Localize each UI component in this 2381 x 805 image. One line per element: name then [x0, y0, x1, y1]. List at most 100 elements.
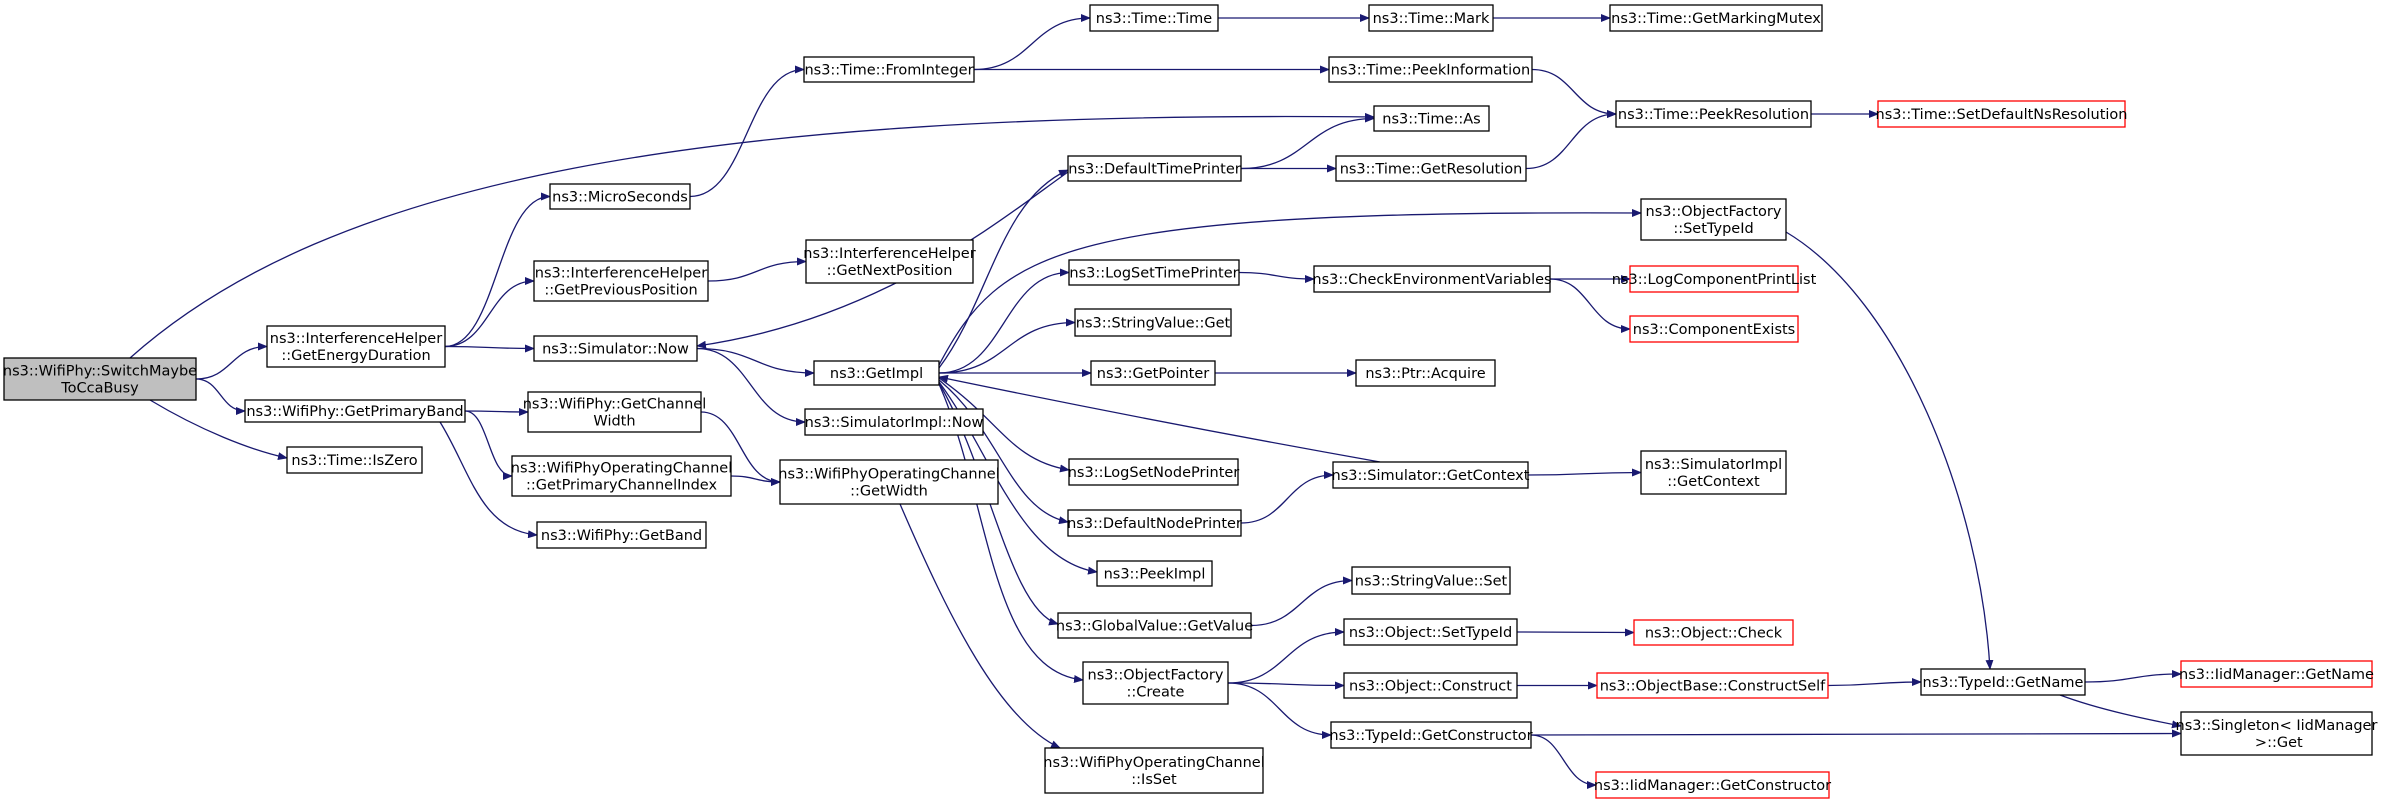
edge-switch-to-ih_energy	[195, 342, 268, 380]
node-gv-getvalue[interactable]: ns3::GlobalValue::GetValue	[1056, 612, 1253, 639]
node-iidmgr-getname[interactable]: ns3::IidManager::GetName	[2179, 660, 2374, 688]
node-box	[2180, 711, 2373, 756]
node-simimpl-getctx[interactable]: ns3::SimulatorImpl::GetContext	[1640, 450, 1787, 495]
node-check-env[interactable]: ns3::CheckEnvironmentVariables	[1312, 265, 1552, 293]
node-opch-primidx[interactable]: ns3::WifiPhyOperatingChannel::GetPrimary…	[511, 455, 732, 497]
node-getpointer[interactable]: ns3::GetPointer	[1090, 360, 1216, 386]
node-label: Width	[593, 414, 635, 430]
node-sim-now[interactable]: ns3::Simulator::Now	[533, 335, 698, 362]
edge-def_timeprinter-to-time_as	[1240, 114, 1375, 170]
node-label: ns3::WifiPhy::SwitchMaybe	[3, 364, 197, 380]
node-box	[1335, 155, 1527, 182]
node-box	[1343, 672, 1518, 699]
node-label: ns3::IidManager::GetConstructor	[1594, 778, 1831, 794]
node-box	[3, 357, 197, 401]
node-label: ns3::DefaultNodePrinter	[1067, 516, 1242, 532]
node-time-markmutex[interactable]: ns3::Time::GetMarkingMutex	[1609, 4, 1823, 32]
node-singleton-get[interactable]: ns3::Singleton< IidManager >::Get	[2176, 711, 2378, 756]
node-comp-exists[interactable]: ns3::ComponentExists	[1629, 315, 1799, 343]
node-def-nodeprinter[interactable]: ns3::DefaultNodePrinter	[1067, 509, 1242, 537]
node-time-time[interactable]: ns3::Time::Time	[1089, 4, 1219, 32]
edge-obj_settypeid-to-obj_check	[1516, 628, 1635, 637]
node-obj-construct[interactable]: ns3::Object::Construct	[1343, 672, 1518, 699]
node-ih-energy[interactable]: ns3::InterferenceHelper::GetEnergyDurati…	[266, 325, 446, 368]
node-time-mark[interactable]: ns3::Time::Mark	[1368, 4, 1494, 32]
node-label: ns3::WifiPhy::GetPrimaryBand	[246, 404, 463, 420]
node-simimpl-now[interactable]: ns3::SimulatorImpl::Now	[804, 408, 984, 436]
node-time-setdefres[interactable]: ns3::Time::SetDefaultNsResolution	[1876, 100, 2128, 128]
node-fromint[interactable]: ns3::Time::FromInteger	[803, 56, 975, 83]
edge-sim_getctx-to-simimpl_getctx	[1527, 468, 1642, 477]
node-logsettime[interactable]: ns3::LogSetTimePrinter	[1068, 259, 1240, 286]
node-label: ::SetTypeId	[1673, 221, 1753, 237]
node-time-getres[interactable]: ns3::Time::GetResolution	[1335, 155, 1527, 182]
node-ih-prevpos[interactable]: ns3::InterferenceHelper::GetPreviousPosi…	[533, 260, 709, 302]
node-objbase-constructself[interactable]: ns3::ObjectBase::ConstructSelf	[1596, 672, 1829, 699]
node-primary-band[interactable]: ns3::WifiPhy::GetPrimaryBand	[244, 399, 466, 423]
node-opch-isset[interactable]: ns3::WifiPhyOperatingChannel::IsSet	[1043, 747, 1265, 794]
node-box	[1057, 612, 1252, 639]
node-time-as[interactable]: ns3::Time::As	[1373, 105, 1490, 132]
edge-gv_getvalue-to-strval_set	[1250, 576, 1353, 627]
node-iszero[interactable]: ns3::Time::IsZero	[286, 446, 423, 474]
node-label: ns3::InterferenceHelper	[270, 331, 442, 347]
node-typeid-getname[interactable]: ns3::TypeId::GetName	[1920, 668, 2086, 696]
node-box	[1615, 100, 1812, 128]
node-box	[1332, 461, 1529, 489]
node-label: ns3::Time::As	[1382, 112, 1480, 128]
node-label: ::Create	[1127, 685, 1185, 701]
node-label: ns3::SimulatorImpl::Now	[805, 415, 984, 431]
edge-ih_energy-to-sim_now	[444, 344, 535, 353]
node-box	[1595, 771, 1830, 799]
edge-of_create-to-obj_construct	[1227, 681, 1345, 690]
node-obj-settypeid[interactable]: ns3::Object::SetTypeId	[1343, 618, 1518, 646]
edge-getimpl-to-logsetnode	[938, 377, 1070, 473]
node-label: ns3::Time::PeekResolution	[1618, 107, 1809, 123]
node-time-peekres[interactable]: ns3::Time::PeekResolution	[1615, 100, 1812, 128]
node-label: ns3::Simulator::GetContext	[1332, 468, 1530, 484]
node-box	[1090, 360, 1216, 386]
edge-switch-to-iszero	[149, 399, 288, 461]
node-box	[805, 239, 974, 284]
node-label: ns3::WifiPhyOperatingChannel	[778, 467, 999, 483]
node-phy-getband[interactable]: ns3::WifiPhy::GetBand	[536, 521, 707, 549]
node-ptr-acquire[interactable]: ns3::Ptr::Acquire	[1355, 359, 1496, 387]
node-ih-nextpos[interactable]: ns3::InterferenceHelper::GetNextPosition	[803, 239, 976, 284]
node-peekimpl[interactable]: ns3::PeekImpl	[1096, 560, 1213, 587]
node-obj-check[interactable]: ns3::Object::Check	[1633, 619, 1794, 646]
node-of-settypeid[interactable]: ns3::ObjectFactory::SetTypeId	[1640, 198, 1787, 241]
node-strval-get[interactable]: ns3::StringValue::Get	[1074, 308, 1232, 337]
node-time-peekinfo[interactable]: ns3::Time::PeekInformation	[1328, 56, 1533, 83]
node-logsetnode[interactable]: ns3::LogSetNodePrinter	[1068, 458, 1240, 486]
edge-logsettime-to-check_env	[1238, 271, 1315, 283]
edge-time_peekinfo-to-time_peekres	[1531, 68, 1617, 118]
node-box	[266, 325, 446, 368]
node-of-create[interactable]: ns3::ObjectFactory::Create	[1082, 661, 1229, 705]
node-strval-set[interactable]: ns3::StringValue::Set	[1351, 566, 1511, 595]
edge-of_create-to-typeid_getctor	[1227, 682, 1332, 739]
edge-of_settypeid-to-typeid_getname	[1785, 231, 1994, 670]
edge-getimpl-to-def_nodeprinter	[938, 379, 1069, 525]
node-getimpl[interactable]: ns3::GetImpl	[813, 360, 940, 386]
edge-primary_band-to-phy_chwidth	[464, 407, 529, 416]
node-label: ns3::WifiPhy::GetBand	[541, 528, 702, 544]
node-microseconds[interactable]: ns3::MicroSeconds	[549, 183, 691, 210]
node-box	[803, 56, 975, 83]
node-label: ::GetEnergyDuration	[281, 348, 430, 364]
node-opch-width[interactable]: ns3::WifiPhyOperatingChannel::GetWidth	[778, 459, 1000, 505]
node-box	[1067, 509, 1242, 537]
node-sim-getctx[interactable]: ns3::Simulator::GetContext	[1332, 461, 1530, 489]
node-label: ns3::LogComponentPrintList	[1612, 272, 1817, 288]
edge-ih_energy-to-ih_prevpos	[444, 277, 535, 348]
node-label: ::GetNextPosition	[827, 263, 953, 279]
node-label: ns3::PeekImpl	[1104, 567, 1206, 583]
node-typeid-getctor[interactable]: ns3::TypeId::GetConstructor	[1329, 721, 1533, 749]
node-iidmgr-getctor[interactable]: ns3::IidManager::GetConstructor	[1594, 771, 1831, 799]
node-label: ns3::Simulator::Now	[542, 342, 689, 358]
node-def-timeprinter[interactable]: ns3::DefaultTimePrinter	[1067, 155, 1242, 182]
node-logcomp-printlist[interactable]: ns3::LogComponentPrintList	[1612, 265, 1817, 293]
node-box	[533, 335, 698, 362]
node-box	[1096, 560, 1213, 587]
